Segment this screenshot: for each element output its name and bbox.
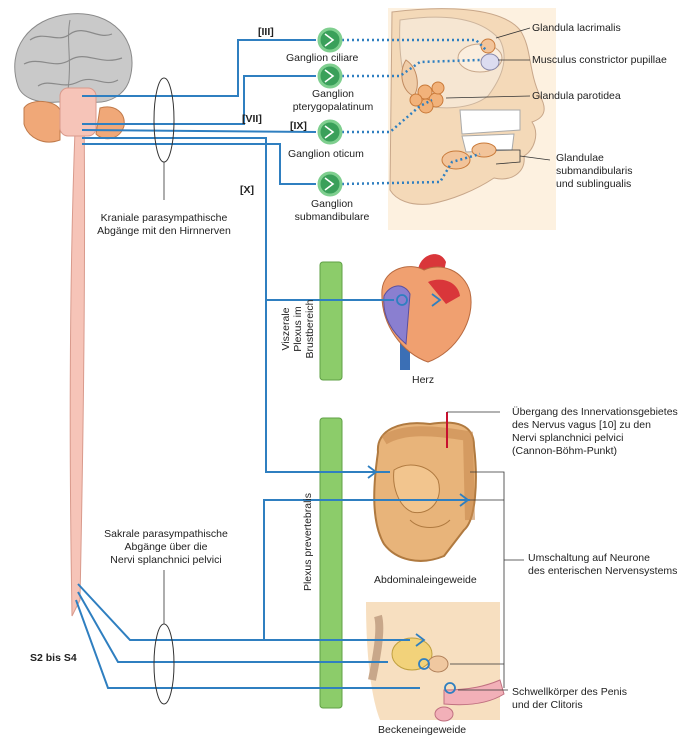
ganglion-oticum-label: Ganglion oticum — [288, 148, 364, 161]
lacrimal-gland — [481, 39, 495, 53]
thoracic-plexus-label: Viszerale Plexus im Brustbereich — [280, 274, 316, 384]
spinal-cord — [70, 104, 84, 616]
kraniale-line1: Kraniale parasympathische — [84, 212, 244, 225]
ganglion-submandibulare — [319, 173, 341, 195]
ganglion-pterygopalatinum-line2: pterygopalatinum — [288, 101, 378, 114]
s2-bis-s4-label: S2 bis S4 — [30, 652, 77, 665]
cannon-line1: Übergang des Innervationsgebietes — [512, 406, 678, 419]
sakrale-line1: Sakrale parasympathische — [86, 528, 246, 541]
cranial-bundle-ellipse — [154, 78, 174, 162]
kraniale-abgaenge-label: Kraniale parasympathische Abgänge mit de… — [84, 212, 244, 238]
musculus-constrictor-pupillae-label: Musculus constrictor pupillae — [532, 54, 667, 67]
schwellkoerper-line1: Schwellkörper des Penis — [512, 686, 627, 699]
schwellkoerper-label: Schwellkörper des Penis und der Clitoris — [512, 686, 627, 712]
sakrale-line3: Nervi splanchnici pelvici — [86, 554, 246, 567]
abdominaleingeweide-label: Abdominaleingeweide — [374, 574, 477, 587]
cn-X-label: [X] — [240, 184, 254, 197]
glandulae-line3: und sublingualis — [556, 178, 632, 191]
schwellkoerper-line2: und der Clitoris — [512, 699, 627, 712]
glandula-parotidea-label: Glandula parotidea — [532, 90, 621, 103]
enterisches-nervensystem-label: Umschaltung auf Neurone des enterischen … — [528, 552, 677, 578]
enteric-line2: des enterischen Nervensystems — [528, 565, 677, 578]
kraniale-line2: Abgänge mit den Hirnnerven — [84, 225, 244, 238]
prevertebral-plexus-bar — [320, 418, 342, 708]
cn-VII-label: [VII] — [242, 113, 262, 126]
glandula-lacrimalis-label: Glandula lacrimalis — [532, 22, 621, 35]
glandulae-line2: submandibularis — [556, 165, 632, 178]
heart-illustration — [382, 254, 471, 370]
cannon-line2: des Nervus vagus [10] zu den — [512, 419, 678, 432]
cannon-line3: Nervi splanchnici pelvici — [512, 432, 678, 445]
thoracic-plexus-line2: Plexus im — [292, 274, 304, 384]
cannon-line4: (Cannon-Böhm-Punkt) — [512, 445, 678, 458]
ganglion-pterygopalatinum — [319, 65, 341, 87]
ganglion-ciliare — [319, 29, 341, 51]
cn-IX-label: [IX] — [290, 120, 307, 133]
herz-label: Herz — [412, 374, 434, 387]
thoracic-plexus-bar — [320, 262, 342, 380]
intestine-illustration — [374, 412, 476, 561]
ganglion-pterygopalatinum-line1: Ganglion — [288, 88, 378, 101]
beckeneingeweide-label: Beckeneingeweide — [378, 724, 466, 737]
sakrale-line2: Abgänge über die — [86, 541, 246, 554]
thoracic-plexus-line3: Brustbereich — [304, 274, 316, 384]
glandulae-submandibularis-label: Glandulae submandibularis und sublingual… — [556, 152, 632, 191]
sacral-bundle-ellipse — [154, 624, 174, 704]
brain-illustration — [15, 14, 132, 142]
skull-face-illustration — [388, 8, 556, 230]
thoracic-plexus-line1: Viszerale — [280, 274, 292, 384]
glandulae-line1: Glandulae — [556, 152, 632, 165]
cannon-boehm-label: Übergang des Innervationsgebietes des Ne… — [512, 406, 678, 458]
ganglion-submandibulare-label: Ganglion submandibulare — [290, 198, 374, 224]
ganglion-submandibulare-line2: submandibulare — [290, 211, 374, 224]
ganglion-ciliare-label: Ganglion ciliare — [286, 52, 358, 65]
ganglion-oticum — [319, 121, 341, 143]
ganglion-pterygopalatinum-label: Ganglion pterygopalatinum — [288, 88, 378, 114]
cn-III-label: [III] — [258, 26, 274, 39]
enteric-line1: Umschaltung auf Neurone — [528, 552, 677, 565]
ganglion-submandibulare-line1: Ganglion — [290, 198, 374, 211]
prevertebral-plexus-label: Plexus prevertebralis — [302, 462, 314, 622]
sakrale-abgaenge-label: Sakrale parasympathische Abgänge über di… — [86, 528, 246, 567]
